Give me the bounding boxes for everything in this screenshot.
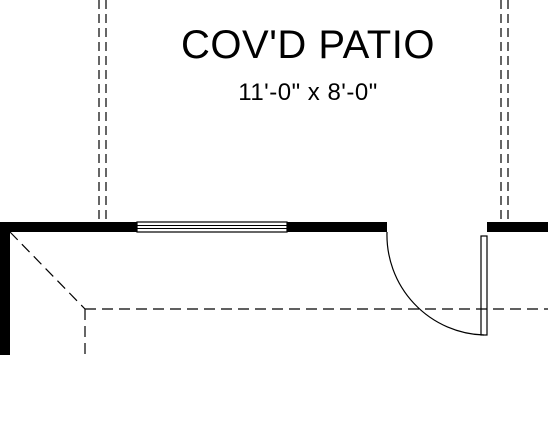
ceiling-line (9, 231, 548, 360)
patio-post-right (500, 0, 509, 222)
window (136, 221, 288, 233)
exterior-wall (0, 222, 548, 355)
room-name: COV'D PATIO (181, 23, 435, 67)
room-dimensions: 11'-0" x 8'-0" (238, 79, 378, 106)
patio-post-left (98, 0, 107, 222)
door (386, 231, 488, 336)
